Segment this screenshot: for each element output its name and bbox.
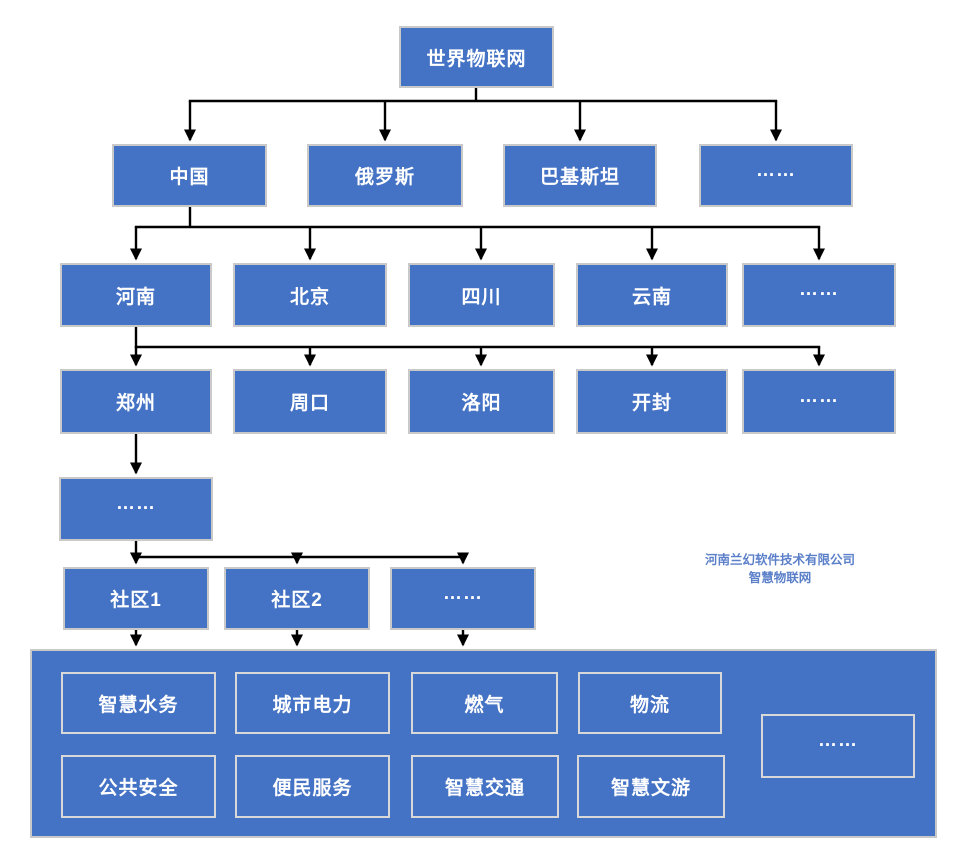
node-yunnan: 云南 — [576, 263, 728, 327]
node-sichuan: 四川 — [408, 263, 555, 327]
service-smart-water: 智慧水务 — [61, 672, 216, 734]
node-community-2: 社区2 — [224, 567, 370, 630]
node-henan: 河南 — [60, 263, 212, 327]
node-more-countries: …… — [699, 144, 853, 207]
node-more-provinces: …… — [742, 263, 896, 327]
node-kaifeng: 开封 — [576, 369, 728, 434]
service-public-safety: 公共安全 — [61, 755, 216, 818]
node-beijing: 北京 — [233, 263, 387, 327]
node-world-iot: 世界物联网 — [399, 26, 554, 88]
service-city-power: 城市电力 — [235, 672, 390, 734]
watermark-company: 河南兰幻软件技术有限公司 — [704, 553, 855, 567]
watermark: 河南兰幻软件技术有限公司 智慧物联网 — [685, 551, 875, 587]
node-china: 中国 — [112, 144, 267, 207]
node-more-districts: …… — [59, 477, 213, 541]
service-more: …… — [761, 714, 915, 778]
node-russia: 俄罗斯 — [307, 144, 463, 207]
service-convenience: 便民服务 — [235, 755, 390, 818]
node-more-cities: …… — [742, 369, 896, 434]
node-more-communities: …… — [390, 567, 536, 630]
node-luoyang: 洛阳 — [408, 369, 555, 434]
node-world-iot-label: 世界物联网 — [426, 48, 527, 70]
node-zhengzhou: 郑州 — [60, 369, 212, 434]
watermark-product: 智慧物联网 — [748, 571, 812, 586]
service-smart-tourism: 智慧文游 — [577, 755, 725, 818]
service-gas: 燃气 — [411, 672, 558, 734]
node-pakistan: 巴基斯坦 — [503, 144, 657, 207]
services-container: 智慧水务 城市电力 燃气 物流 公共安全 便民服务 智慧交通 智慧文游 …… — [30, 649, 937, 838]
node-zhoukou: 周口 — [233, 369, 387, 434]
service-logistics: 物流 — [578, 672, 722, 734]
service-smart-transport: 智慧交通 — [411, 755, 559, 818]
node-community-1: 社区1 — [63, 567, 209, 630]
